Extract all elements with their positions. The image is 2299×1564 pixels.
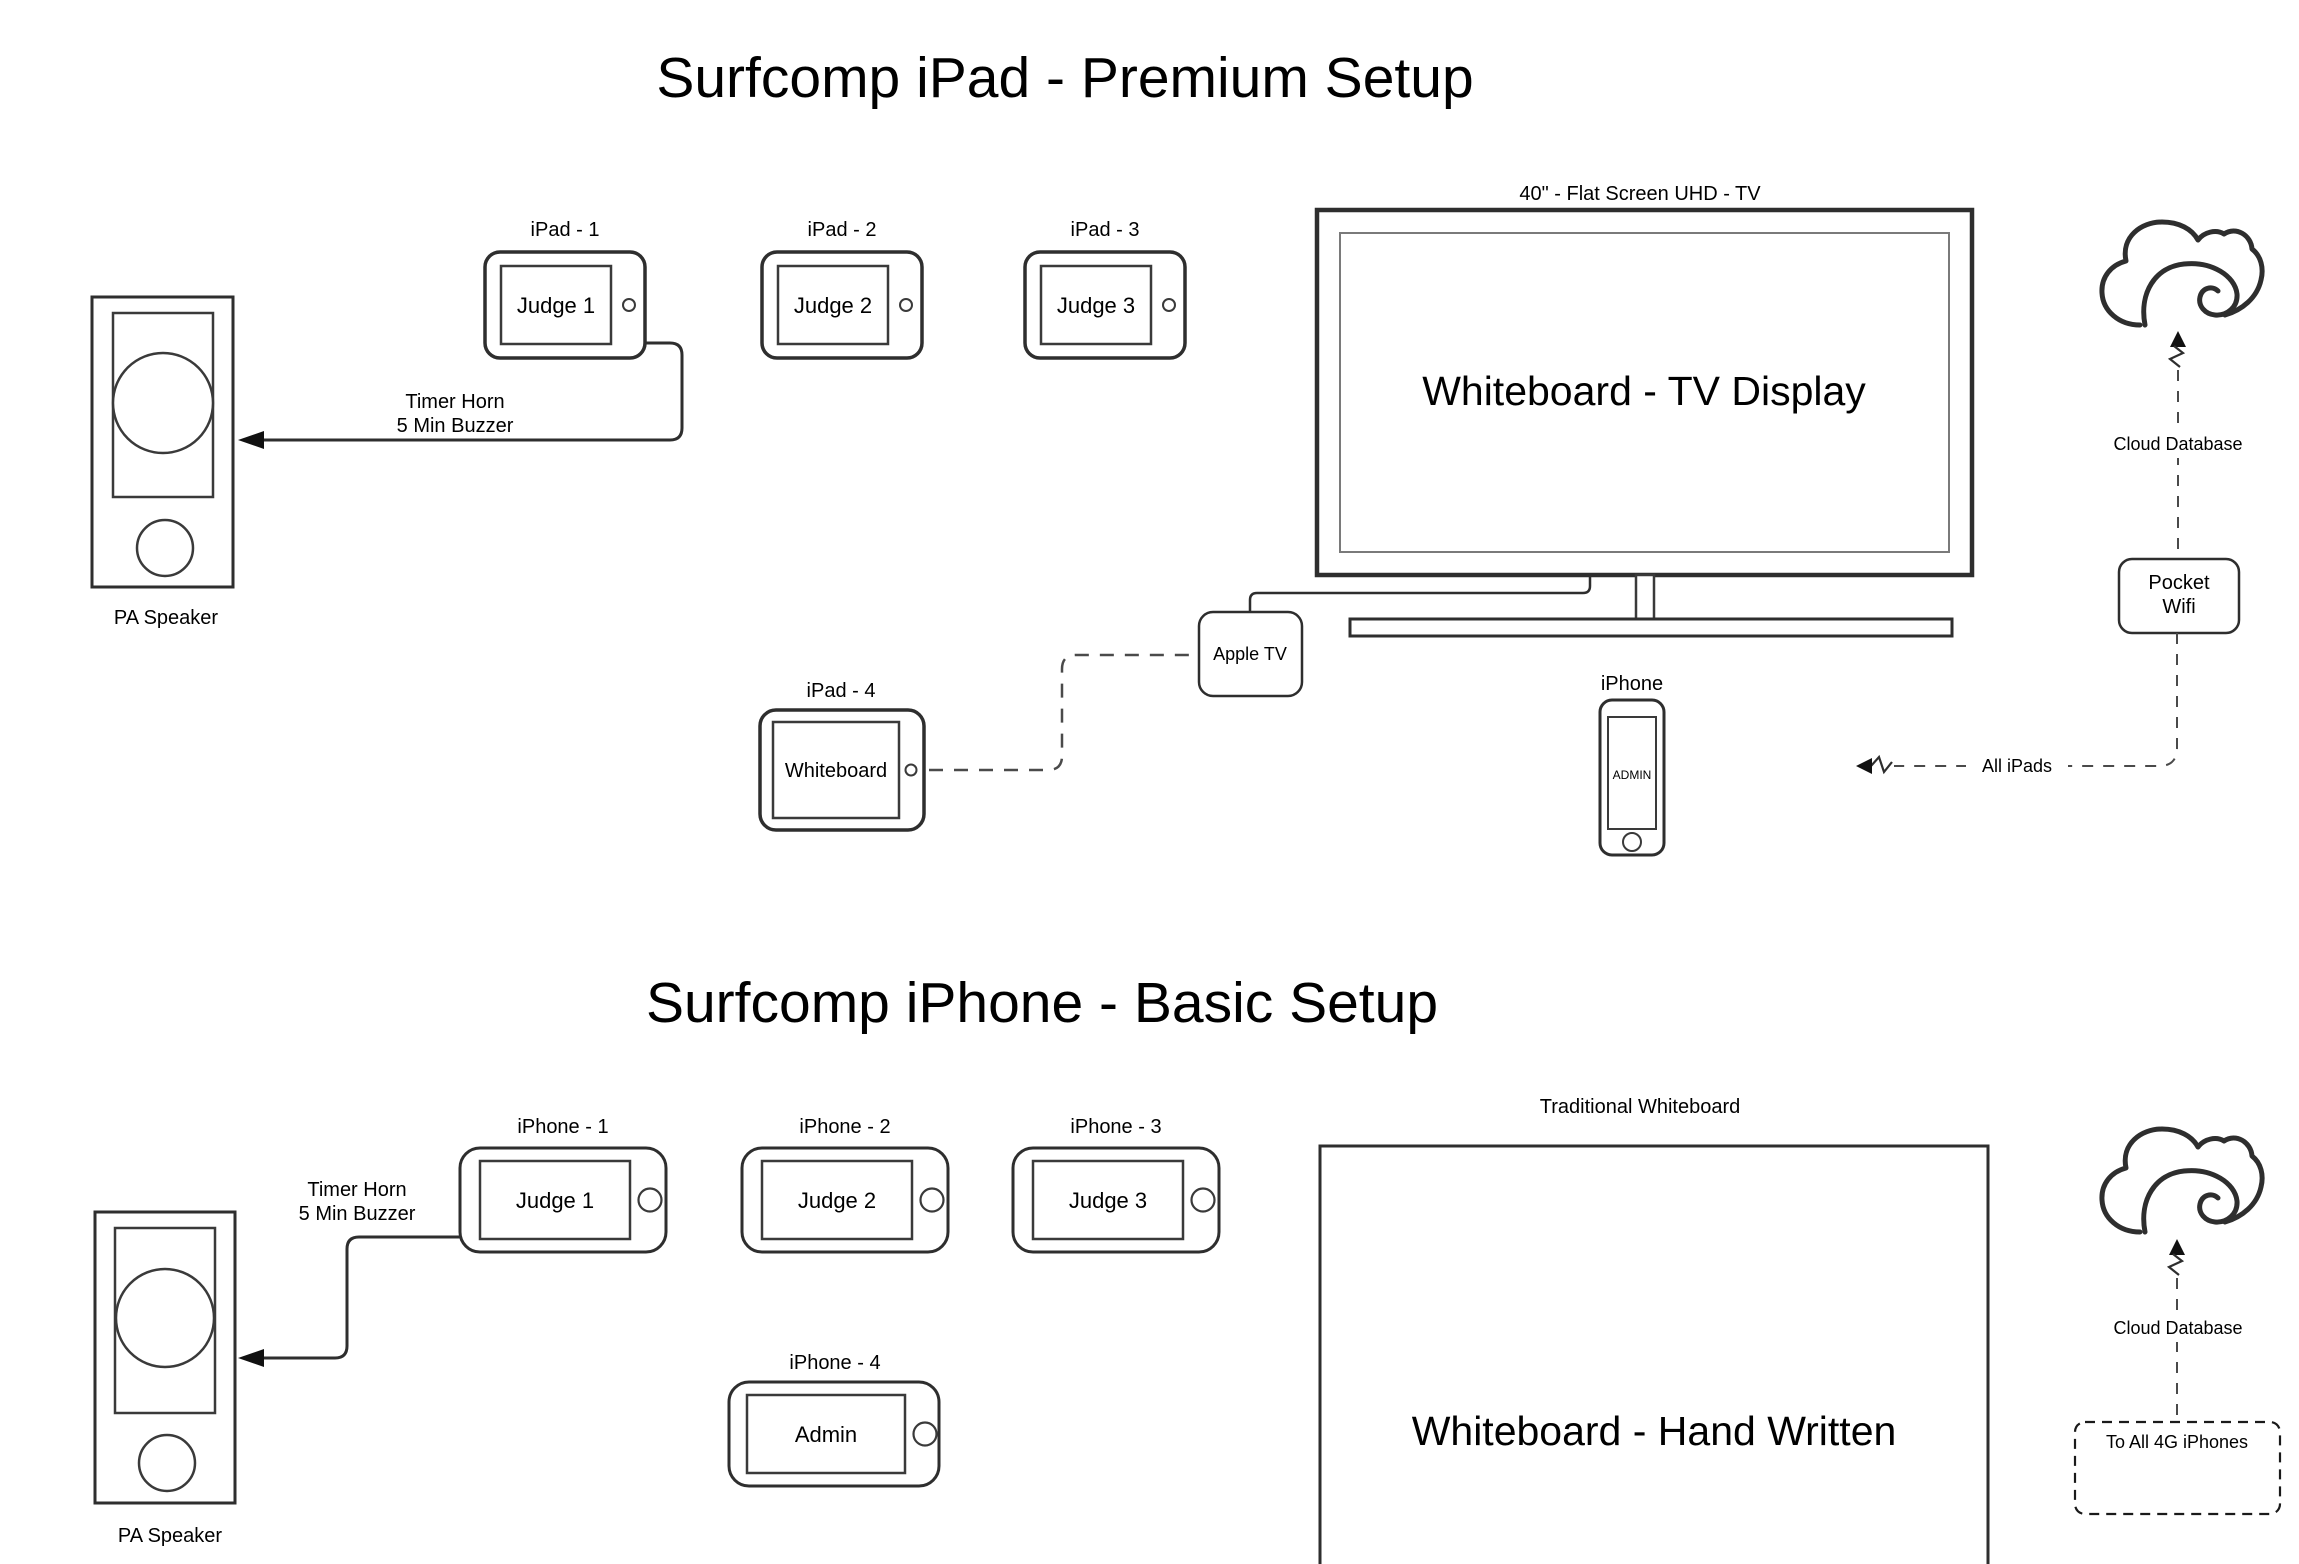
tv-label: 40" - Flat Screen UHD - TV bbox=[1519, 183, 1761, 205]
apple-tv: Apple TV bbox=[1197, 610, 1304, 698]
apple-tv-label: Apple TV bbox=[1213, 644, 1287, 664]
cloud-wireless-link: Cloud Database bbox=[2113, 331, 2243, 559]
arrowhead-left-icon bbox=[238, 1349, 264, 1367]
iphone-3-label: iPhone - 3 bbox=[1070, 1116, 1161, 1138]
flat-screen-tv: 40" - Flat Screen UHD - TV Whiteboard - … bbox=[1248, 183, 1975, 638]
admin-iphone-screen-text: ADMIN bbox=[1613, 768, 1652, 782]
ipad-4: iPad - 4 Whiteboard bbox=[758, 680, 926, 832]
tv-stand-base bbox=[1348, 617, 1954, 638]
speaker-woofer-icon bbox=[114, 1267, 216, 1369]
pa-speaker-label: PA Speaker bbox=[118, 1525, 222, 1547]
tv-to-appletv-line bbox=[1248, 575, 1592, 612]
timer-horn-line2: 5 Min Buzzer bbox=[397, 415, 514, 437]
ipad-2-label: iPad - 2 bbox=[808, 219, 877, 241]
admin-iphone: iPhone ADMIN bbox=[1598, 673, 1666, 857]
iphone-2: iPhone - 2 Judge 2 bbox=[740, 1116, 950, 1254]
timer-horn-line1: Timer Horn bbox=[405, 391, 504, 413]
timer-horn-line1: Timer Horn bbox=[307, 1179, 406, 1201]
wave-icon bbox=[2141, 261, 2240, 328]
cloud-database-label: Cloud Database bbox=[2113, 1318, 2242, 1338]
home-button-icon bbox=[1622, 832, 1642, 852]
to-all-4g-iphones-box: To All 4G iPhones bbox=[2073, 1420, 2282, 1516]
pocket-wifi-line1: Pocket bbox=[2148, 572, 2210, 594]
premium-title: Surfcomp iPad - Premium Setup bbox=[656, 46, 1473, 110]
to-all-4g-iphones-label: To All 4G iPhones bbox=[2106, 1432, 2248, 1452]
iphone-1-label: iPhone - 1 bbox=[517, 1116, 608, 1138]
home-button-icon bbox=[622, 298, 636, 312]
cloud-database-icon bbox=[2099, 1126, 2265, 1235]
home-button-icon bbox=[1190, 1187, 1216, 1213]
cloud-database-icon bbox=[2099, 219, 2265, 328]
all-ipads-label: All iPads bbox=[1982, 756, 2052, 776]
ipad-3: iPad - 3 Judge 3 bbox=[1023, 219, 1187, 360]
whiteboard-label: Traditional Whiteboard bbox=[1540, 1096, 1740, 1118]
whiteboard-screen-text: Whiteboard - Hand Written bbox=[1412, 1408, 1897, 1454]
cloud-database-label: Cloud Database bbox=[2113, 434, 2242, 454]
home-button-icon bbox=[637, 1187, 663, 1213]
ipad-2-screen-text: Judge 2 bbox=[794, 293, 872, 318]
iphone-4-screen-text: Admin bbox=[795, 1422, 857, 1447]
home-button-icon bbox=[904, 763, 918, 777]
ipad-2: iPad - 2 Judge 2 bbox=[760, 219, 924, 360]
iphone-3: iPhone - 3 Judge 3 bbox=[1011, 1116, 1221, 1254]
wave-icon bbox=[2141, 1168, 2240, 1235]
iphone-2-screen-text: Judge 2 bbox=[798, 1188, 876, 1213]
home-button-icon bbox=[1162, 298, 1176, 312]
ipad-1: iPad - 1 Judge 1 bbox=[483, 219, 647, 360]
speaker-woofer-icon bbox=[111, 351, 215, 455]
arrowhead-left-icon bbox=[1856, 758, 1872, 774]
arrowhead-up-icon bbox=[2170, 331, 2186, 347]
iphone-2-label: iPhone - 2 bbox=[799, 1116, 890, 1138]
pocket-wifi: Pocket Wifi bbox=[2117, 557, 2241, 635]
traditional-whiteboard: Traditional Whiteboard Whiteboard - Hand… bbox=[1318, 1096, 1990, 1564]
home-button-icon bbox=[919, 1187, 945, 1213]
admin-iphone-label: iPhone bbox=[1601, 673, 1663, 695]
ipad-3-screen-text: Judge 3 bbox=[1057, 293, 1135, 318]
tv-stand-neck bbox=[1634, 573, 1656, 621]
basic-title: Surfcomp iPhone - Basic Setup bbox=[646, 971, 1438, 1035]
iphone-3-screen-text: Judge 3 bbox=[1069, 1188, 1147, 1213]
speaker-tweeter-icon bbox=[137, 1433, 197, 1493]
iphone-1-screen-text: Judge 1 bbox=[516, 1188, 594, 1213]
cloud-wireless-link: Cloud Database bbox=[2113, 1239, 2243, 1421]
ipad-4-screen-text: Whiteboard bbox=[785, 760, 887, 782]
ipad-1-label: iPad - 1 bbox=[531, 219, 600, 241]
tv-screen-text: Whiteboard - TV Display bbox=[1422, 368, 1866, 414]
zigzag-icon bbox=[1870, 754, 1893, 775]
pocket-wifi-line2: Wifi bbox=[2162, 596, 2195, 618]
timer-horn-line2: 5 Min Buzzer bbox=[299, 1203, 416, 1225]
ipad4-to-appletv-dashed-line bbox=[929, 653, 1197, 772]
iphone-4-label: iPhone - 4 bbox=[789, 1352, 880, 1374]
basic-setup-section: Surfcomp iPhone - Basic Setup PA Speaker… bbox=[93, 971, 2282, 1564]
arrowhead-up-icon bbox=[2169, 1239, 2185, 1255]
zigzag-icon bbox=[2166, 1253, 2185, 1276]
speaker-tweeter-icon bbox=[135, 518, 195, 578]
timer-horn-connector: Timer Horn 5 Min Buzzer bbox=[238, 341, 684, 449]
iphone-1: iPhone - 1 Judge 1 bbox=[458, 1116, 668, 1254]
ipad-3-label: iPad - 3 bbox=[1071, 219, 1140, 241]
home-button-icon bbox=[912, 1421, 938, 1447]
pa-speaker: PA Speaker bbox=[90, 295, 235, 629]
pa-speaker-label: PA Speaker bbox=[114, 607, 218, 629]
ipad-4-label: iPad - 4 bbox=[807, 680, 876, 702]
arrowhead-left-icon bbox=[238, 431, 264, 449]
premium-setup-section: Surfcomp iPad - Premium Setup PA Speaker… bbox=[90, 46, 2265, 857]
timer-horn-connector: Timer Horn 5 Min Buzzer bbox=[238, 1179, 460, 1367]
pa-speaker: PA Speaker bbox=[93, 1210, 237, 1547]
zigzag-icon bbox=[2167, 345, 2186, 368]
home-button-icon bbox=[899, 298, 913, 312]
all-ipads-link: All iPads bbox=[1856, 633, 2178, 778]
ipad-1-screen-text: Judge 1 bbox=[517, 293, 595, 318]
iphone-4: iPhone - 4 Admin bbox=[727, 1352, 941, 1488]
